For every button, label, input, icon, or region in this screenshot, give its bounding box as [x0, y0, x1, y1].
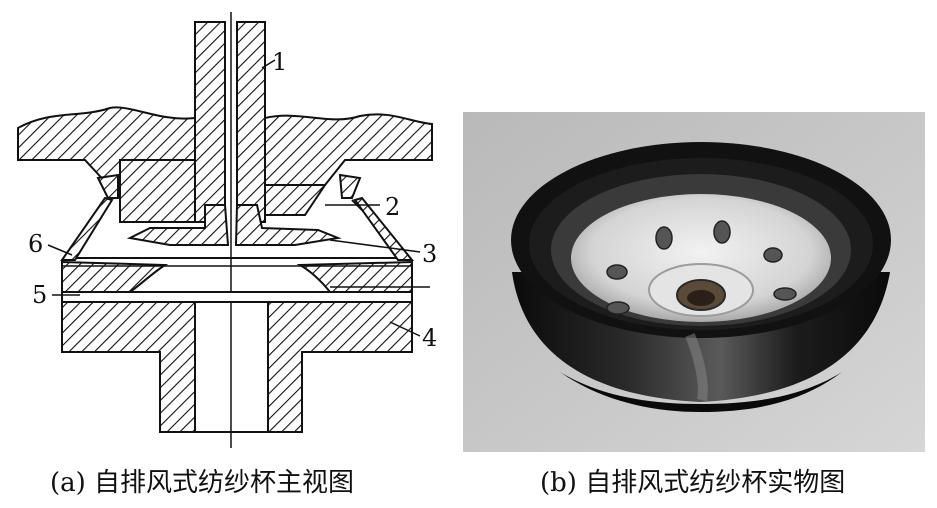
vent-hole: [763, 247, 783, 263]
leader-4: [389, 321, 421, 337]
leader-3: [329, 239, 421, 253]
part-label-6: 6: [28, 230, 43, 258]
vent-hole: [713, 220, 731, 244]
part-label-2: 2: [385, 193, 400, 221]
vent-hole: [773, 287, 797, 301]
cup-highlight: [685, 333, 708, 401]
feed-tube-left-wall: [194, 21, 226, 223]
cup-wall-left: [60, 196, 114, 261]
section-view-drawing: 1 2 3 4 5 6: [17, 12, 437, 448]
inner-plate: [571, 194, 831, 322]
feed-tube-right-wall: [236, 21, 266, 223]
vent-hole: [606, 264, 628, 280]
vent-hole: [606, 301, 630, 315]
cup-bottom-rim: [560, 372, 842, 412]
tube-flare: [126, 204, 230, 246]
vent-hole: [655, 226, 673, 250]
housing-right: [264, 113, 433, 186]
leader-6: [47, 244, 73, 256]
caption-figure-a: (a) 自排风式纺纱杯主视图: [50, 468, 355, 498]
cup-wall-right: [353, 196, 415, 261]
bearing-block-right: [264, 184, 327, 216]
caption-figure-b: (b) 自排风式纺纱杯实物图: [540, 468, 846, 498]
bearing-block: [119, 159, 196, 223]
part-label-3: 3: [422, 240, 437, 268]
rotor-cup-photo: [463, 112, 925, 452]
tube-flare-right: [234, 204, 342, 246]
air-passage: [61, 291, 413, 303]
cover-lip-right: [338, 173, 362, 199]
part-label-4: 4: [422, 324, 437, 352]
leader-1: [261, 59, 276, 69]
part-label-5: 5: [32, 281, 47, 309]
cover-lip-left: [96, 173, 119, 199]
rotor-body-left: [61, 301, 196, 433]
plate-center-hole-inner: [687, 290, 715, 306]
part-label-1: 1: [272, 48, 287, 76]
